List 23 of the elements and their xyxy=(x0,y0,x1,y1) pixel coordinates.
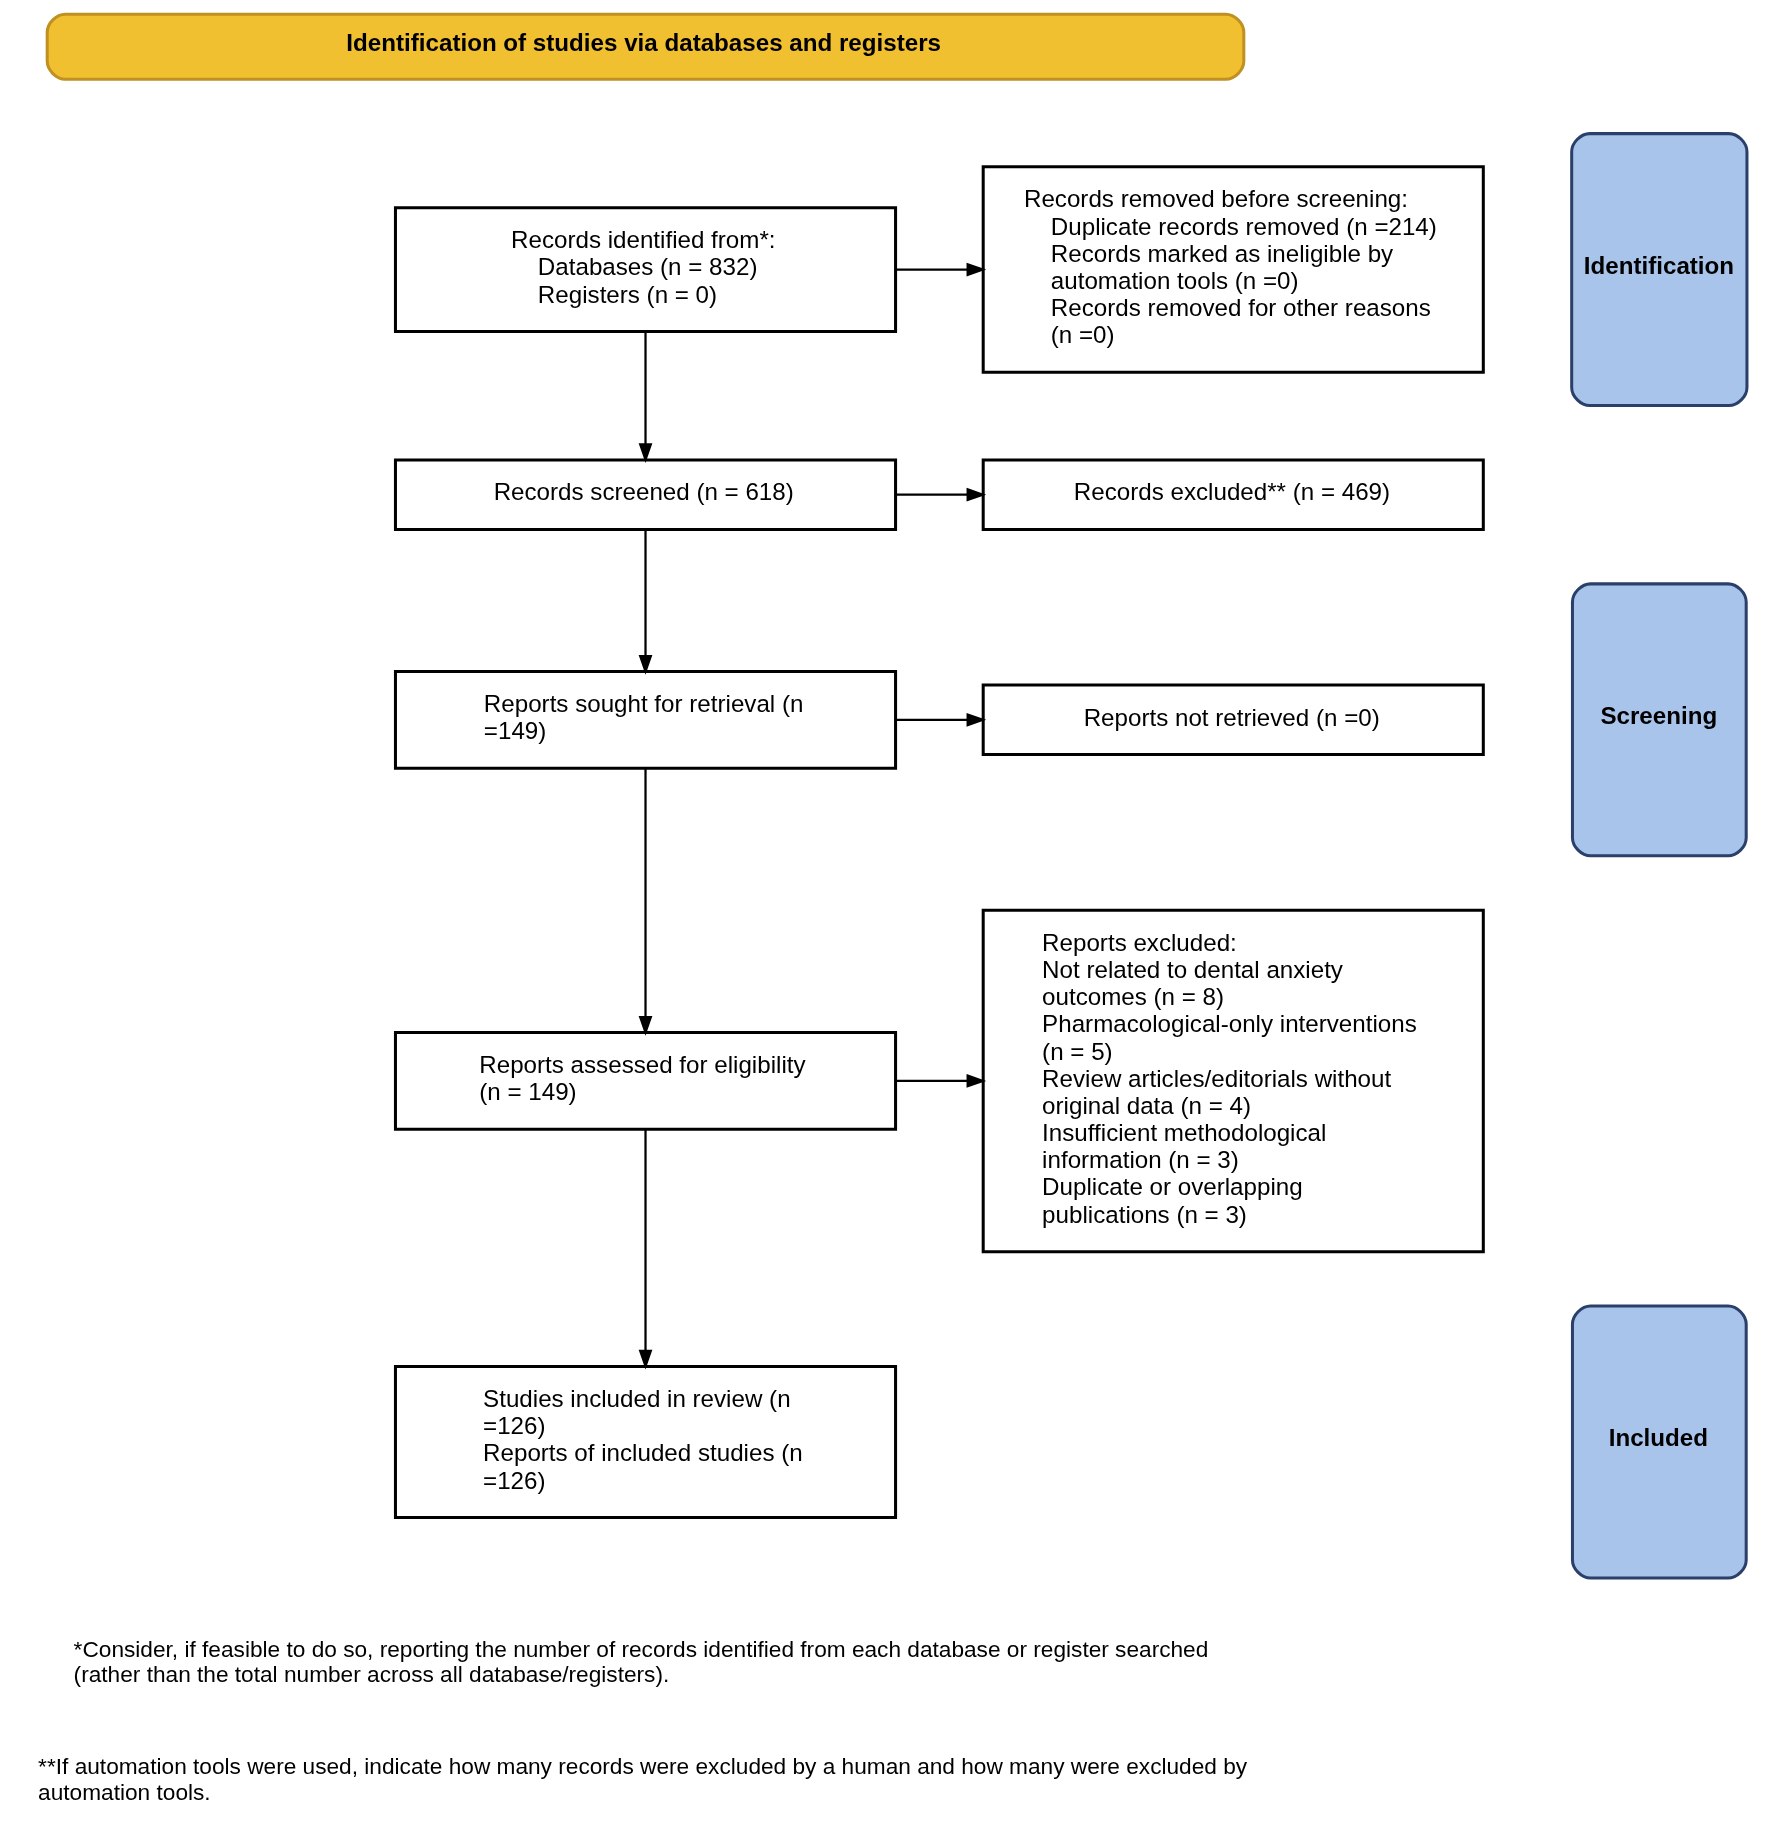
node-box: Screening xyxy=(1570,582,1748,858)
node-box: Studies included in review (n =126) Reports of included studies (n =126) xyxy=(393,1365,897,1520)
arrow xyxy=(638,529,652,675)
arrow xyxy=(638,331,652,463)
node-box: Identification xyxy=(1569,132,1748,408)
arrow xyxy=(895,487,986,502)
node-box: Records identified from*: Databases (n = 832) Registers (n = 0) xyxy=(393,206,897,334)
node-box: Included xyxy=(1570,1304,1748,1580)
node-box: Reports sought for retrieval (n =149) xyxy=(393,670,897,770)
label: *Consider, if feasible to do so, reporting the number of records identified from each database or register searched (rather than the total number across all database/registers). xyxy=(73,1635,1208,1688)
node-box: Reports excluded: Not related to dental anxiety outcomes (n = 8) Pharmacological-only interventions (n = 5) Review articles/editorials without original data (n = 4) Insufficient methodological information (n = 3) Duplicate or overlapping publications (n = 3) xyxy=(981,908,1485,1254)
arrow xyxy=(638,768,652,1036)
node-box: Records excluded** (n = 469) xyxy=(981,458,1485,531)
arrow xyxy=(895,712,986,727)
node-box: Records removed before screening: Duplicate records removed (n =214) Records marked as ineligible by automation tools (n =0) Records removed for other reasons (n =0) xyxy=(981,165,1485,374)
arrow xyxy=(895,262,986,277)
node-box: Reports assessed for eligibility (n = 149) xyxy=(393,1031,897,1131)
node-box: Identification of studies via databases and registers xyxy=(45,12,1245,81)
label: **If automation tools were used, indicate how many records were excluded by a human and how many were excluded by automation tools. xyxy=(37,1753,1247,1806)
arrow xyxy=(895,1074,986,1088)
arrow xyxy=(638,1130,652,1370)
node-box: Reports not retrieved (n =0) xyxy=(981,683,1485,757)
node-box: Records screened (n = 618) xyxy=(393,458,897,531)
